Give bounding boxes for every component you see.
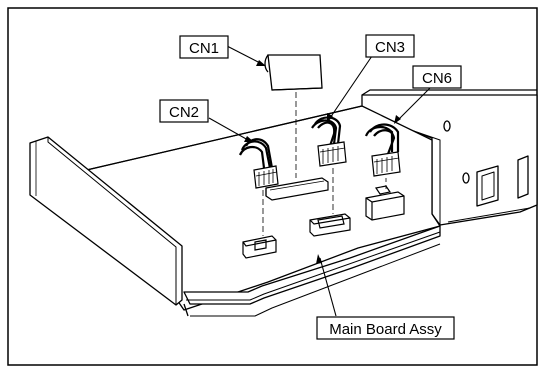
leader-lines	[208, 45, 431, 317]
label-cn2-text: CN2	[169, 104, 199, 121]
cn2-plug	[238, 138, 279, 189]
label-cn6: CN6	[412, 65, 462, 89]
label-main-board-assy-text: Main Board Assy	[329, 321, 442, 338]
label-cn1-text: CN1	[189, 40, 219, 57]
cn2-socket	[242, 235, 277, 259]
cn1-flat-cable	[264, 54, 323, 91]
label-cn1: CN1	[179, 35, 229, 59]
leader-arrowheads	[244, 60, 401, 264]
main-board-body	[29, 89, 538, 317]
cn1-socket	[265, 177, 329, 201]
label-cn3: CN3	[365, 34, 415, 58]
cn3-plug	[311, 116, 347, 167]
label-cn6-text: CN6	[422, 70, 452, 87]
label-main-board-assy: Main Board Assy	[316, 316, 455, 340]
label-cn3-text: CN3	[375, 39, 405, 56]
cn3-socket	[309, 213, 351, 237]
label-cn2: CN2	[159, 99, 209, 123]
cn6-plug	[364, 123, 401, 177]
cn6-socket	[365, 185, 405, 221]
